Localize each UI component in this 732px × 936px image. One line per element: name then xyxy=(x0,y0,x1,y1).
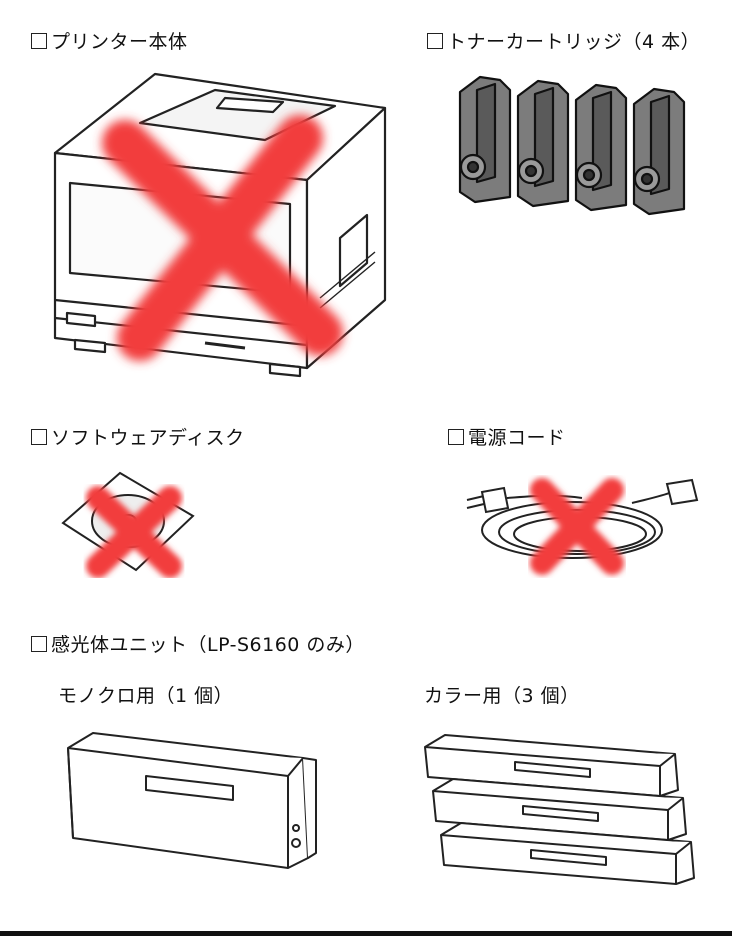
bottom-divider xyxy=(0,931,732,936)
checkbox-toner[interactable] xyxy=(427,33,443,49)
printer-icon xyxy=(53,72,387,378)
color-drum-label: カラー用（3 個） xyxy=(424,685,580,707)
cross-mark-cord xyxy=(530,478,624,575)
disc-label: ソフトウェアディスク xyxy=(51,427,245,449)
cord-label: 電源コード xyxy=(468,427,566,449)
mono-drum-label: モノクロ用（1 個） xyxy=(58,685,234,707)
drum-label: 感光体ユニット（LP-S6160 のみ） xyxy=(51,634,365,656)
cross-mark-printer xyxy=(102,115,343,361)
drum-label-row: 感光体ユニット（LP-S6160 のみ） xyxy=(31,633,365,657)
checkbox-disc[interactable] xyxy=(31,429,47,445)
cross-mark-disc xyxy=(86,486,182,578)
checkbox-drum[interactable] xyxy=(31,636,47,652)
disc-icon xyxy=(61,471,195,578)
cord-label-row: 電源コード xyxy=(448,426,566,450)
power-cord-icon xyxy=(466,478,699,575)
drum-unit-mono-icon xyxy=(67,732,317,869)
printer-label-row: プリンター本体 xyxy=(31,30,188,54)
printer-label: プリンター本体 xyxy=(51,31,188,53)
checkbox-printer[interactable] xyxy=(31,33,47,49)
toner-label-row: トナーカートリッジ（4 本） xyxy=(427,30,700,54)
toner-label: トナーカートリッジ（4 本） xyxy=(447,31,701,53)
toner-cartridge-icon xyxy=(458,75,686,216)
drum-unit-color-icon xyxy=(424,734,695,885)
disc-label-row: ソフトウェアディスク xyxy=(31,426,245,450)
checkbox-cord[interactable] xyxy=(448,429,464,445)
